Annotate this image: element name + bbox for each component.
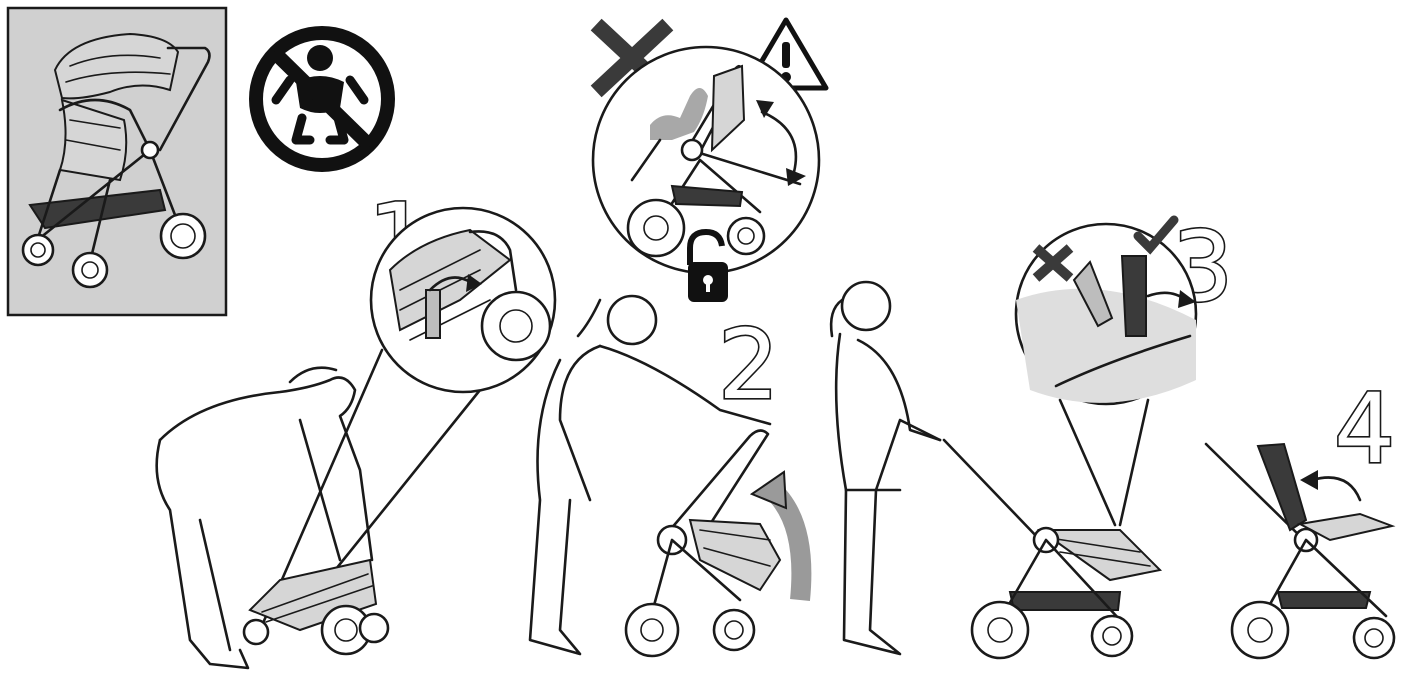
step-1-detail-bubble (260, 208, 555, 630)
stroller-reference-panel (8, 8, 226, 315)
stroller-unfolded-step-3 (944, 440, 1160, 658)
no-child-in-stroller-icon (256, 33, 388, 165)
warning-bubble (593, 20, 826, 302)
step-2: 2 (530, 296, 801, 656)
person-standing (831, 282, 940, 654)
step-4: 4 (1206, 373, 1395, 658)
step-number-4: 4 (1334, 373, 1395, 485)
stroller-unfolding-step-2 (626, 430, 801, 656)
step-number-2: 2 (718, 309, 779, 421)
step-3: 3 (831, 211, 1233, 658)
stroller-folded-step-1 (244, 560, 388, 654)
step-3-detail-bubble (1016, 220, 1196, 525)
